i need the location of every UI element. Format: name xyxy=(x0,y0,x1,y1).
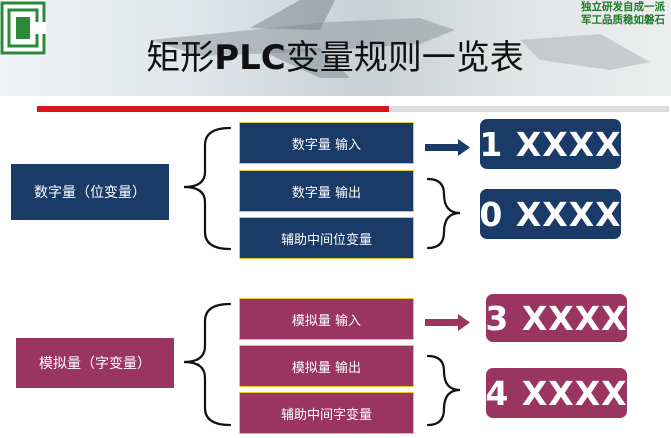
word-arrow-icon xyxy=(425,314,470,331)
page-title: 矩形PLC变量规则一览表 xyxy=(100,30,570,79)
bit-arrow-icon xyxy=(425,139,470,156)
slogan-line-2: 军工品质稳如磐石 xyxy=(581,14,665,26)
word-input-code: 3 XXXX xyxy=(485,294,627,342)
bit-row-output: 数字量 输出 xyxy=(239,170,414,212)
bit-brace xyxy=(183,126,232,251)
divider-accent xyxy=(37,106,389,112)
word-row-input: 模拟量 输入 xyxy=(239,298,414,340)
logo-mark-icon xyxy=(0,1,46,55)
bit-row-aux: 辅助中间位变量 xyxy=(239,217,414,259)
title-bold: PLC xyxy=(214,38,286,78)
word-category-label: 模拟量（字变量） xyxy=(16,338,174,388)
fighter-jet-image xyxy=(150,0,650,78)
word-row-aux: 辅助中间字变量 xyxy=(239,392,414,434)
word-brace xyxy=(183,302,232,427)
slogan: 独立研发自成一派 军工品质稳如磐石 xyxy=(581,1,665,27)
slogan-line-1: 独立研发自成一派 xyxy=(581,1,665,13)
bit-output-code: 0 XXXX xyxy=(479,189,621,239)
bit-output-brace xyxy=(426,177,461,250)
title-suffix: 变量规则一览表 xyxy=(285,38,524,78)
word-output-brace xyxy=(426,354,461,427)
word-output-code: 4 XXXX xyxy=(485,368,627,418)
bit-input-code: 1 XXXX xyxy=(479,119,621,169)
header-banner: 独立研发自成一派 军工品质稳如磐石 矩形PLC变量规则一览表 xyxy=(0,0,671,96)
company-logo xyxy=(0,0,46,56)
bit-row-input: 数字量 输入 xyxy=(239,122,414,164)
title-prefix: 矩形 xyxy=(146,38,215,78)
word-row-output: 模拟量 输出 xyxy=(239,345,414,387)
bit-category-label: 数字量（位变量） xyxy=(11,164,169,220)
